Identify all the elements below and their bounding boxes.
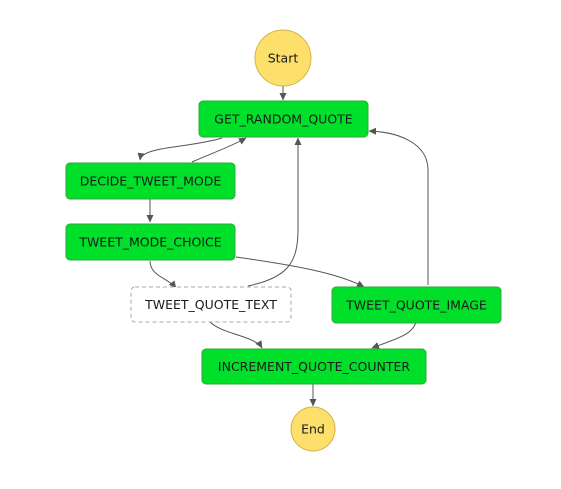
state-tweet-quote-image[interactable]: TWEET_QUOTE_IMAGE [331, 286, 502, 324]
get-random-quote-node-label: GET_RANDOM_QUOTE [214, 112, 353, 127]
state-get-random-quote[interactable]: GET_RANDOM_QUOTE [198, 100, 369, 138]
tweet-quote-image-node-label: TWEET_QUOTE_IMAGE [345, 298, 487, 313]
state-tweet-quote-text[interactable]: TWEET_QUOTE_TEXT [130, 286, 292, 323]
state-decide-tweet-mode[interactable]: DECIDE_TWEET_MODE [65, 162, 236, 200]
edge-tweet-mode-choice-to-tweet-quote-text [149, 260, 177, 289]
get-random-quote-node-shape [198, 100, 369, 138]
end-node-shape [290, 406, 336, 452]
decide-tweet-mode-node-label: DECIDE_TWEET_MODE [80, 174, 222, 189]
tweet-mode-choice-node-shape [65, 223, 236, 261]
edge-tweet-quote-text-to-get-random-quote [247, 137, 302, 287]
edge-tweet-quote-image-to-increment-quote-counter [371, 321, 417, 349]
tweet-quote-text-node-label: TWEET_QUOTE_TEXT [144, 297, 277, 312]
state-start[interactable]: Start [254, 29, 312, 87]
edge-get-random-quote-to-decide-tweet-mode [137, 137, 223, 161]
decide-tweet-mode-node-shape [65, 162, 236, 200]
edge-tweet-quote-image-to-get-random-quote [368, 127, 429, 285]
increment-quote-counter-node-shape [201, 348, 427, 385]
start-node-shape [254, 29, 312, 87]
states: Start GET_RANDOM_QUOTE DECIDE_TWEET_MODE… [65, 29, 502, 452]
end-node-label: End [301, 422, 325, 437]
increment-quote-counter-node-label: INCREMENT_QUOTE_COUNTER [218, 359, 410, 374]
tweet-quote-image-node-shape [331, 286, 502, 324]
state-end[interactable]: End [290, 406, 336, 452]
state-increment-quote-counter[interactable]: INCREMENT_QUOTE_COUNTER [201, 348, 427, 385]
start-node-label: Start [268, 51, 299, 66]
transitions [137, 86, 429, 407]
edge-decide-tweet-mode-to-get-random-quote [191, 137, 247, 163]
edge-tweet-quote-text-to-increment-quote-counter [209, 321, 263, 349]
tweet-quote-text-node-shape [130, 286, 292, 323]
edge-tweet-mode-choice-to-tweet-quote-image [235, 256, 365, 288]
state-tweet-mode-choice[interactable]: TWEET_MODE_CHOICE [65, 223, 236, 261]
tweet-mode-choice-node-label: TWEET_MODE_CHOICE [78, 235, 221, 250]
